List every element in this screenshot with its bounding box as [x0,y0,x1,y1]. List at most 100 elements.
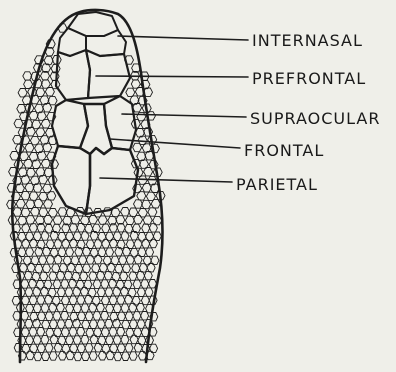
scale [16,200,25,208]
scale [50,335,58,343]
scale [54,255,62,263]
scale [31,208,40,216]
scale [92,264,100,272]
scale [106,248,114,256]
scale [44,200,53,208]
scale [89,320,97,328]
scale [117,224,125,232]
scale [134,344,142,352]
scale [98,352,106,360]
scale [58,208,67,216]
leader-prefrontal [96,76,248,77]
scale [140,160,149,168]
scale [33,336,41,344]
scale [53,312,61,320]
head-plates [52,12,138,214]
scale [107,264,115,272]
prefrontal-plate-right [86,50,130,98]
scale [29,280,37,288]
scale [126,256,134,264]
scale [54,344,62,352]
scale [119,256,127,264]
scale [129,352,137,360]
scale [37,344,45,352]
scale [120,272,128,280]
label-internasal: INTERNASAL [252,31,363,50]
scale [117,344,125,352]
scale [113,319,121,327]
scale [97,272,105,280]
scale [77,224,85,232]
scale [37,112,46,120]
scale [43,247,51,255]
scale [21,280,29,288]
scale [97,288,105,296]
scale [23,72,32,80]
scale [29,224,37,232]
scale [25,320,33,328]
scale [77,296,85,304]
scale [49,272,57,280]
scale [29,328,37,336]
scale [33,319,41,327]
scale [109,328,117,336]
scale [123,247,131,255]
scale [18,89,27,97]
scale [121,232,129,240]
scale [24,80,33,88]
scale [57,288,65,296]
scale [80,272,88,280]
scale [56,303,64,311]
scale [125,312,133,320]
scale [45,296,53,304]
scale [113,304,121,312]
scale [81,336,89,344]
scale [26,248,34,256]
scale [138,352,146,360]
scale [21,328,29,336]
scale [93,312,101,320]
scale [32,160,41,168]
scale [123,264,131,272]
scale [62,224,70,232]
scale [101,328,109,336]
scale [44,56,53,64]
scale [14,119,23,127]
scale [66,351,74,359]
scale [40,272,48,280]
scale [44,215,53,223]
scale [116,216,125,224]
scale [149,224,157,232]
scale [125,344,133,352]
scale [18,216,27,224]
scale [69,280,77,288]
parietal-plate-left [52,146,90,214]
scale [66,336,74,344]
scale [29,239,37,247]
supraocular-plate-right [104,96,136,150]
scale [21,176,30,184]
scale [33,184,42,192]
scale [133,312,141,320]
scale [41,232,49,240]
scale [149,280,157,288]
scale [144,271,152,279]
scale [142,184,151,192]
scale [125,296,133,304]
scale [59,264,67,272]
scale [99,264,107,272]
scale [65,288,73,296]
scale [89,215,98,223]
scale [69,296,77,304]
scale [61,312,69,320]
scale [42,352,50,360]
scale [141,312,149,320]
scale [53,280,61,288]
scale [133,280,141,288]
scale [58,352,66,360]
scale [133,143,142,151]
scale [45,88,54,96]
scale [113,336,121,344]
